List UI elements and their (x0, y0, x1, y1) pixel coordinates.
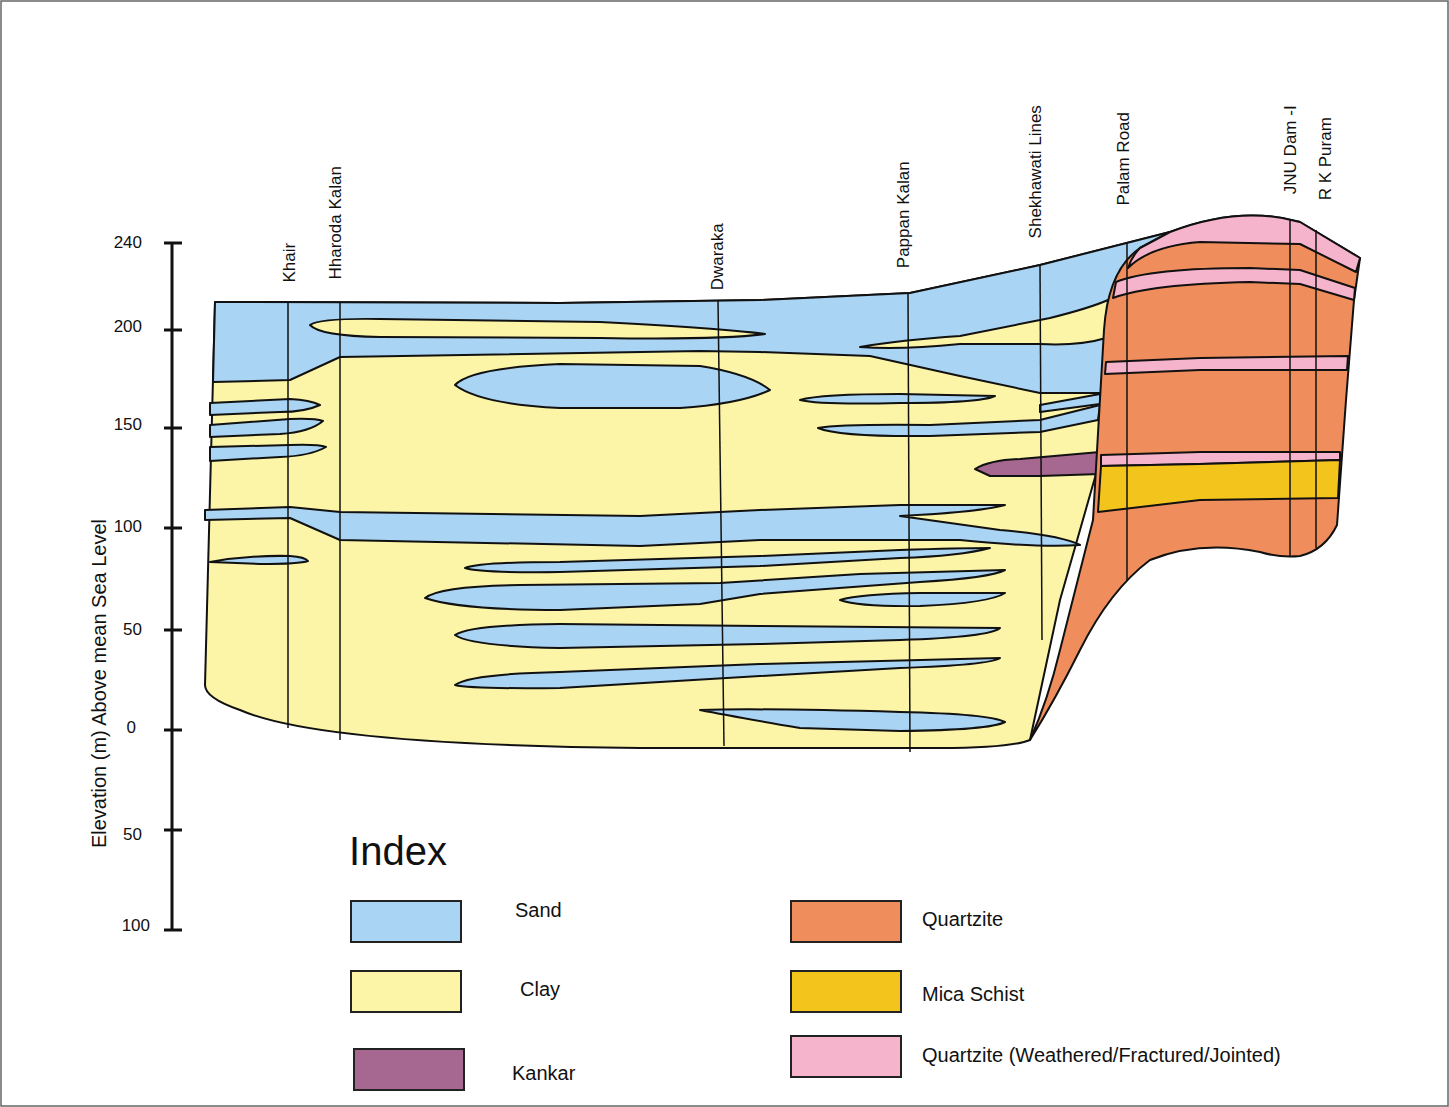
legend-swatch (353, 1048, 465, 1091)
tick-label: 240 (114, 233, 142, 253)
legend-label: Quartzite (922, 908, 1003, 931)
legend-swatch (350, 970, 462, 1013)
sand-lens (210, 556, 308, 564)
tick-label: 100 (122, 916, 150, 936)
kankar-lens (975, 452, 1100, 476)
weathered-quartzite (1105, 356, 1348, 374)
sand-lens (455, 624, 1000, 648)
clay-lens (310, 319, 765, 339)
clay-lens (860, 300, 1108, 348)
sand-layer (205, 505, 1080, 546)
borehole-line (1126, 242, 1128, 580)
tick-label: 50 (123, 825, 142, 845)
weathered-quartzite (1113, 268, 1355, 300)
tick-label: 200 (114, 317, 142, 337)
legend-label: Clay (520, 978, 560, 1001)
legend-swatch (790, 1035, 902, 1078)
legend-swatch (790, 900, 902, 943)
borehole-name: Shekhawati Lines (1026, 105, 1046, 238)
legend-label: Sand (515, 899, 562, 922)
borehole-name: JNU Dam -I (1280, 105, 1300, 194)
tick-label: 100 (114, 517, 142, 537)
legend-swatch (350, 900, 462, 943)
legend-label: Kankar (512, 1062, 575, 1085)
elevation-axis (164, 243, 182, 930)
legend-label: Quartzite (Weathered/Fractured/Jointed) (922, 1044, 1281, 1067)
axis-title: Elevation (m) Above mean Sea Level (89, 518, 112, 847)
sand-lens (425, 570, 1005, 610)
sand-lens (455, 658, 1000, 688)
legend-label: Mica Schist (922, 983, 1024, 1006)
borehole-name: Palam Road (1114, 112, 1134, 206)
sand-lens (800, 394, 995, 404)
borehole-line (339, 302, 341, 740)
borehole-line (1289, 220, 1291, 557)
tick-label: 0 (127, 718, 136, 738)
borehole-name: Pappan Kalan (893, 161, 913, 268)
borehole-name: Dwaraka (708, 223, 728, 290)
tick-label: 50 (123, 620, 142, 640)
legend-title: Index (349, 828, 447, 874)
mica-schist (1098, 460, 1340, 512)
sand-lens (465, 548, 990, 572)
borehole-line (287, 302, 289, 728)
sand-lens (455, 364, 770, 408)
borehole-name: Khair (280, 243, 300, 283)
clay-body (205, 232, 1170, 748)
borehole-line (1315, 230, 1317, 548)
borehole-line (908, 293, 910, 752)
sand-lens (840, 593, 1005, 606)
borehole-name: Hharoda Kalan (326, 166, 346, 279)
tick-label: 150 (114, 415, 142, 435)
quartzite-body (1030, 215, 1360, 740)
sand-lens (1040, 394, 1100, 412)
sand-lens (210, 419, 323, 437)
borehole-line (1040, 265, 1042, 640)
borehole-name: R K Puram (1316, 117, 1336, 200)
weathered-quartzite (1128, 215, 1360, 272)
sand-lens (210, 445, 326, 461)
legend-swatch (790, 970, 902, 1013)
borehole-line (718, 300, 724, 746)
sand-lens (700, 709, 1005, 731)
sand-lens (210, 399, 320, 415)
